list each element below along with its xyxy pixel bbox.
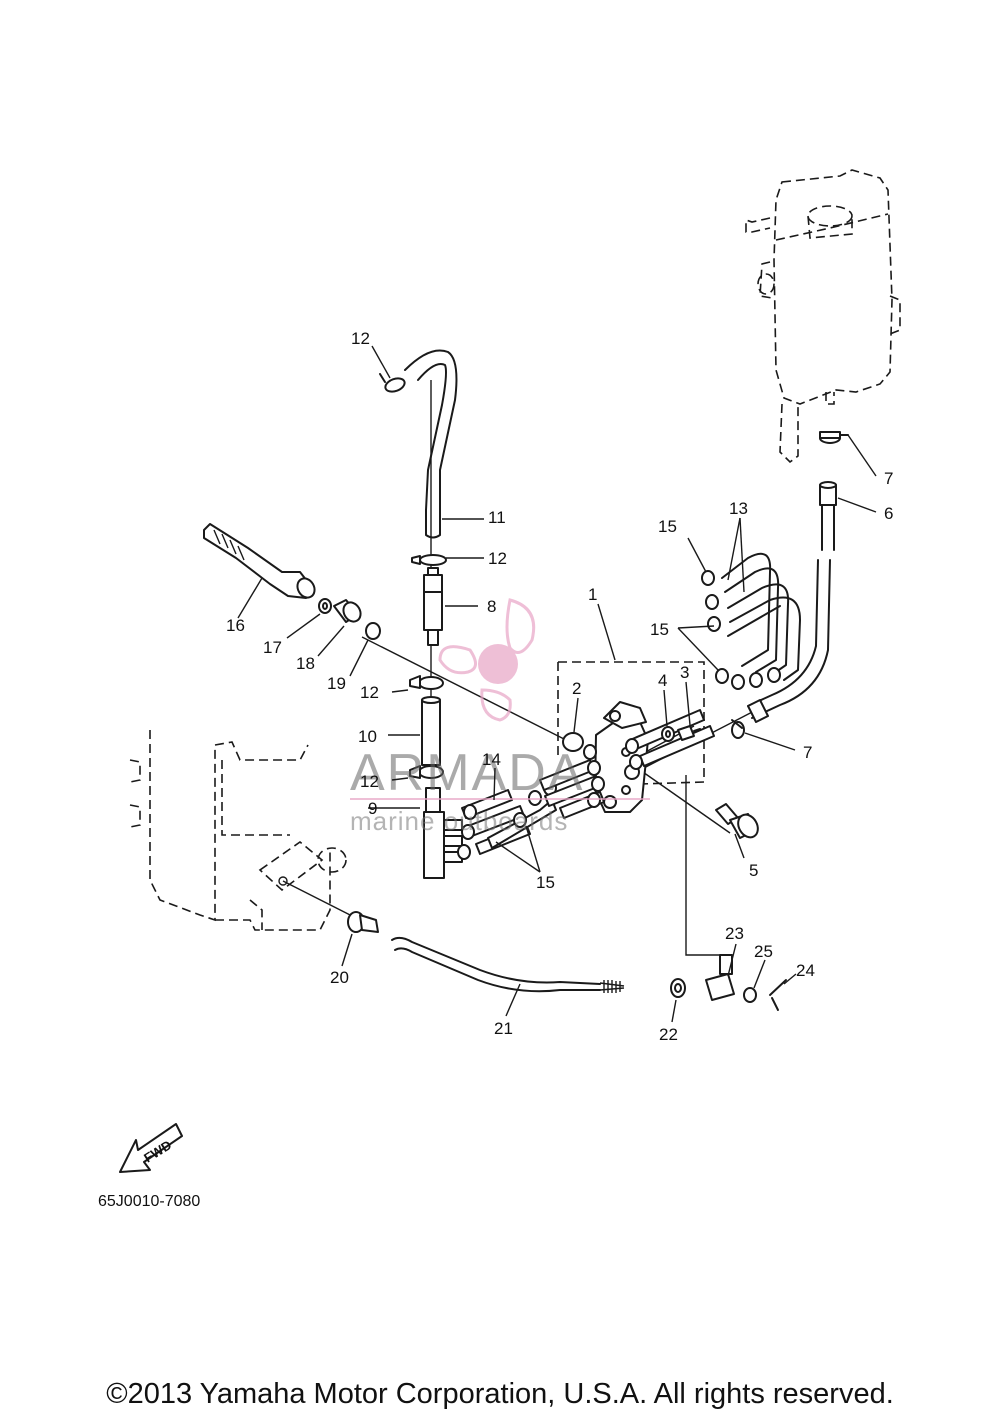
joint-23 <box>705 954 735 1001</box>
callout-4: 4 <box>658 671 667 690</box>
clamp-7-upper <box>819 431 849 444</box>
clamp-12-third <box>409 675 444 690</box>
grommet-20 <box>347 911 379 933</box>
clamps-15-right <box>701 570 781 690</box>
oil-hose-6 <box>747 481 837 723</box>
washer-17 <box>318 598 332 614</box>
watermark-subtitle: marine outboards <box>350 806 568 836</box>
callout-5: 5 <box>749 861 758 880</box>
callout-10: 10 <box>358 727 377 746</box>
callout-20: 20 <box>330 968 349 987</box>
callout-3: 3 <box>680 663 689 682</box>
o-ring-19 <box>365 622 381 640</box>
engine-block <box>129 730 347 931</box>
callout-16: 16 <box>226 616 245 635</box>
breather-hose-11 <box>404 349 458 539</box>
callout-9: 9 <box>368 799 377 818</box>
hose-10 <box>421 696 441 766</box>
driven-gear-16 <box>203 523 316 599</box>
callout-23: 23 <box>725 924 744 943</box>
clamp-12-top <box>379 373 406 393</box>
drawing-code: 65J0010-7080 <box>98 1193 200 1210</box>
bolt-5 <box>715 803 759 839</box>
pump-assembly-frame <box>557 661 705 785</box>
joint-8 <box>423 567 443 646</box>
o-ring-2 <box>562 732 584 752</box>
watermark-brand: ARMADA <box>350 744 584 802</box>
clamp-12-fourth <box>409 765 444 779</box>
callout-15-lower: 15 <box>536 873 555 892</box>
callout-leaders <box>237 345 877 1023</box>
oil-tank <box>745 169 901 464</box>
callout-6: 6 <box>884 504 893 523</box>
bolt-3 <box>677 725 701 741</box>
watermark-logo <box>350 598 650 800</box>
copyright-notice: ©2013 Yamaha Motor Corporation, U.S.A. A… <box>106 1378 894 1410</box>
callout-21: 21 <box>494 1019 513 1038</box>
callout-12-second: 12 <box>488 549 507 568</box>
callout-12-third: 12 <box>360 683 379 702</box>
callout-24: 24 <box>796 961 815 980</box>
callout-12-fourth: 12 <box>360 772 379 791</box>
callout-labels: 1 2 3 4 5 6 7 7 8 9 10 11 12 12 12 12 13… <box>226 329 893 1044</box>
callout-13: 13 <box>729 499 748 518</box>
clamps-15-pump <box>583 738 643 808</box>
callout-12-top: 12 <box>351 329 370 348</box>
washer-4 <box>661 726 675 742</box>
fwd-arrow-icon: FWD <box>119 1123 183 1173</box>
link-rod-21 <box>391 936 625 993</box>
callout-25: 25 <box>754 942 773 961</box>
clamp-7-lower <box>731 719 745 739</box>
callout-22: 22 <box>659 1025 678 1044</box>
bushing-18 <box>333 599 362 623</box>
bushing-22 <box>670 978 686 998</box>
callout-7-lower: 7 <box>803 743 812 762</box>
callout-14: 14 <box>482 750 501 769</box>
callout-15-upper: 15 <box>658 517 677 536</box>
callout-17: 17 <box>263 638 282 657</box>
callout-19: 19 <box>327 674 346 693</box>
cotter-pin-24 <box>769 979 787 1011</box>
callout-2: 2 <box>572 679 581 698</box>
callout-8: 8 <box>487 597 496 616</box>
callout-1: 1 <box>588 585 597 604</box>
washer-25 <box>743 987 757 1003</box>
distributor-9 <box>423 787 463 879</box>
oil-hoses-13 <box>721 552 801 681</box>
callout-11: 11 <box>488 508 506 527</box>
callout-15-middle: 15 <box>650 620 669 639</box>
clamp-12-second <box>411 554 447 566</box>
callout-7-upper: 7 <box>884 469 893 488</box>
callout-18: 18 <box>296 654 315 673</box>
